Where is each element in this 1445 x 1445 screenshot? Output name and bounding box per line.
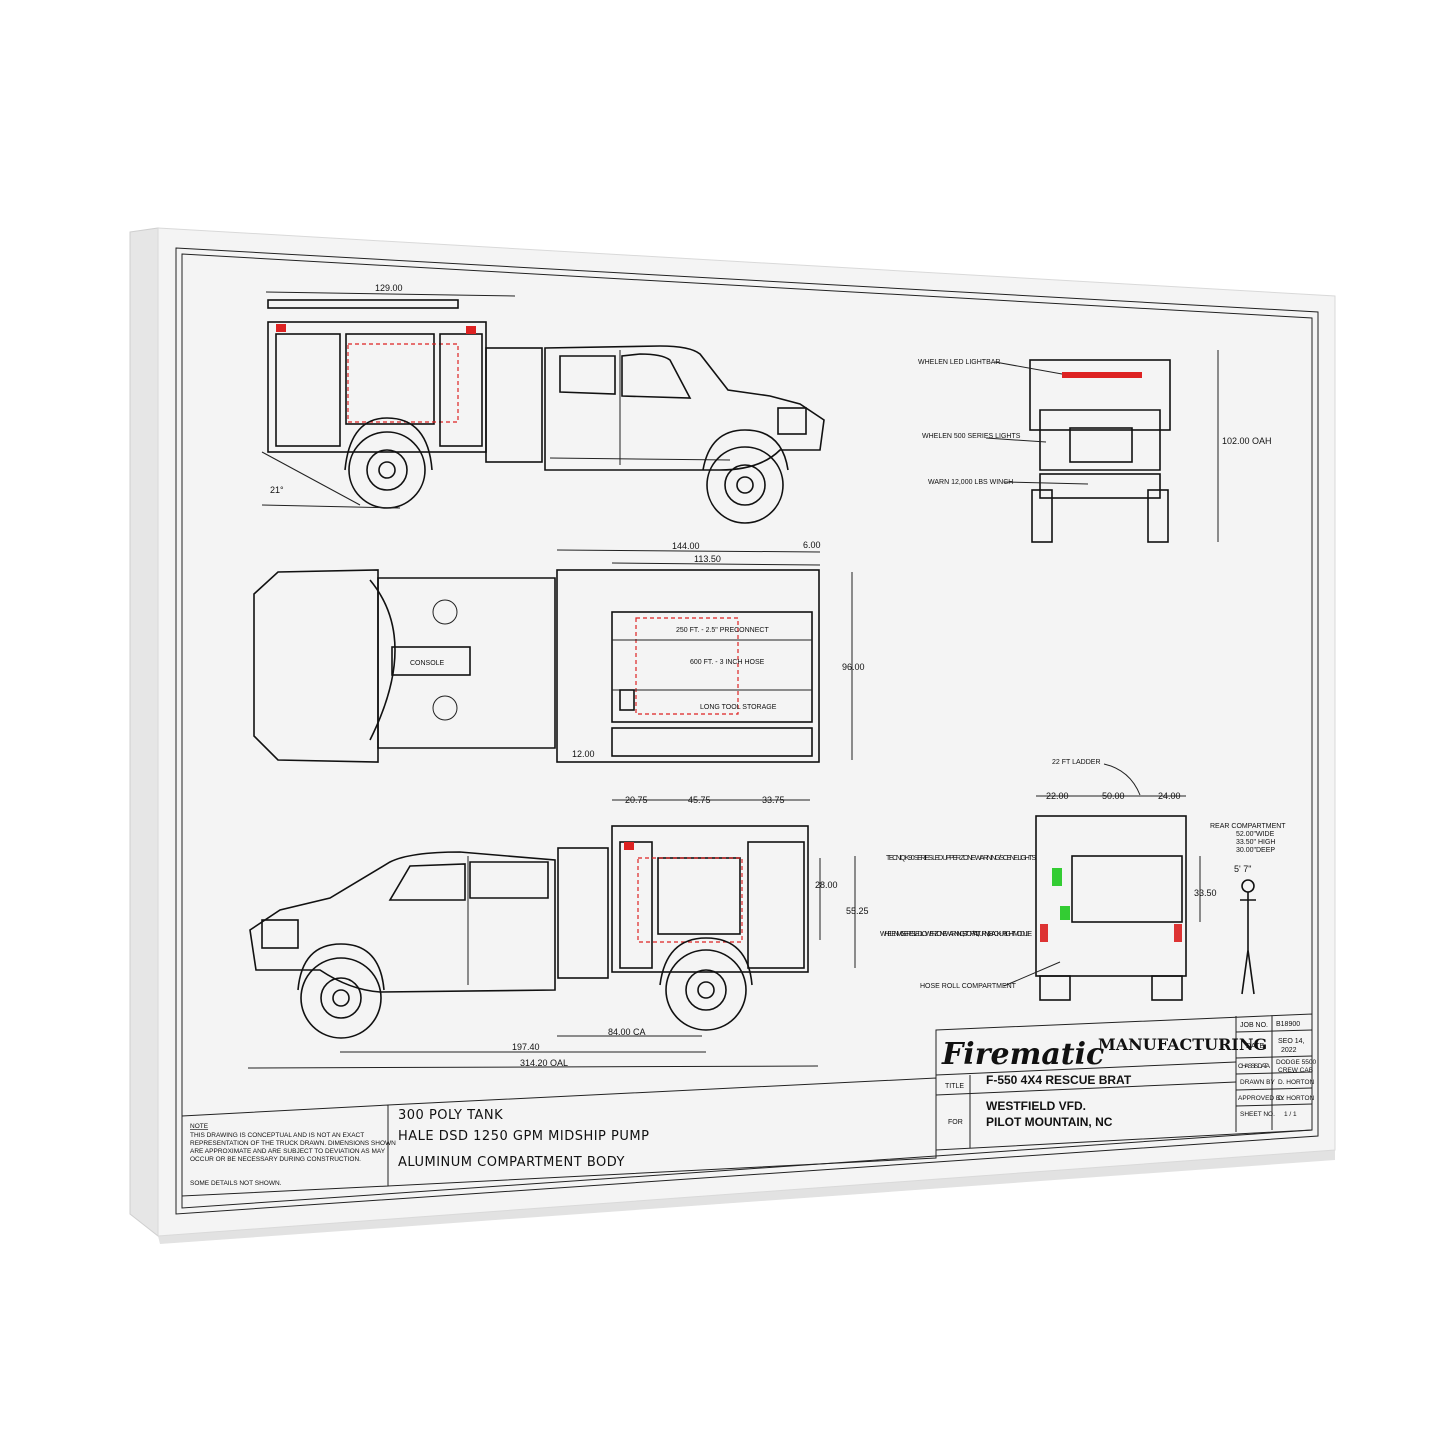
plan-preconnect: 250 FT. - 2.5" PRECONNECT (676, 627, 769, 634)
notes-line-5: SOME DETAILS NOT SHOWN. (190, 1180, 282, 1187)
plan-console: CONSOLE (410, 660, 445, 667)
dim-bottom-ca: 84.00 CA (608, 1027, 646, 1037)
dim-bottom-comp-height: 28.00 (815, 880, 838, 890)
rear-comp-d: 30.00"DEEP (1236, 847, 1275, 854)
dim-plan-front: 12.00 (572, 749, 595, 759)
date-value-1: SEO 14, (1278, 1038, 1305, 1045)
rear-dim-335: 33.50 (1194, 888, 1217, 898)
dim-overall-top: 129.00 (375, 283, 403, 293)
notes-line-3: ARE APPROXIMATE AND ARE SUBJECT TO DEVIA… (190, 1148, 386, 1155)
rear-comp-h: 33.50" HIGH (1236, 839, 1275, 846)
plan-hose: 600 FT. - 3 INCH HOSE (690, 659, 765, 666)
rear-comp-w: 52.00"WIDE (1236, 831, 1275, 838)
sheet-value: 1 / 1 (1284, 1111, 1297, 1118)
rear-tecniq-label: TECNIQ K90 SERIES LED UPPER ZONE WARNING… (886, 855, 1036, 862)
title-label: TITLE (945, 1083, 964, 1090)
title-block: Firematic MANUFACTURING TITLE F-550 4X4 … (935, 1013, 1316, 1151)
rear-dim-r: 24.00 (1158, 791, 1181, 801)
crew-value: CREW CAB (1278, 1067, 1313, 1074)
chassis-value: DODGE 5500 (1276, 1059, 1316, 1066)
job-value: B18900 (1276, 1021, 1300, 1028)
chassis-label: CHASSIS DATA (1238, 1063, 1271, 1070)
notes-heading: NOTE (190, 1123, 209, 1130)
rear-comp-label: REAR COMPARTMENT (1210, 823, 1286, 830)
spec-line-3: ALUMINUM COMPARTMENT BODY (398, 1155, 625, 1170)
dim-departure-angle: 21° (270, 485, 284, 495)
rear-dim-m: 50.00 (1102, 791, 1125, 801)
dim-plan-rear: 6.00 (803, 540, 821, 550)
dim-bottom-c: 33.75 (762, 795, 785, 805)
rear-dim-l: 22.00 (1046, 791, 1069, 801)
spec-line-2: HALE DSD 1250 GPM MIDSHIP PUMP (398, 1129, 649, 1144)
rear-ladder-label: 22 FT LADDER (1052, 759, 1101, 766)
side-view-bottom: 20.75 45.75 33.75 28.00 55.25 84.00 CA (247, 795, 869, 1069)
rear-person-height: 5' 7" (1234, 864, 1251, 874)
dim-bottom-wb: 197.40 (512, 1042, 540, 1052)
for-line-2: PILOT MOUNTAIN, NC (986, 1115, 1113, 1129)
side-view-top: 129.00 21° (261, 283, 825, 524)
canvas-shadow (158, 1150, 1335, 1244)
front-winch-label: WARN 12,000 LBS WINCH (928, 479, 1013, 486)
rear-hose-roll-label: HOSE ROLL COMPARTMENT (920, 983, 1017, 990)
dim-bottom-body-height: 55.25 (846, 906, 869, 916)
plan-long-tool: LONG TOOL STORAGE (700, 704, 777, 711)
for-label: FOR (948, 1119, 963, 1126)
rear-view: 22 FT LADDER 22.00 50.00 24.00 TECNIQ K9… (880, 759, 1286, 1001)
title-value: F-550 4X4 RESCUE BRAT (986, 1073, 1132, 1087)
dim-plan-body: 113.50 (694, 554, 721, 564)
notes-line-1: THIS DRAWING IS CONCEPTUAL AND IS NOT AN… (190, 1132, 364, 1139)
dim-bottom-a: 20.75 (625, 795, 648, 805)
canvas-front (157, 227, 1336, 1237)
dim-plan-total: 144.00 (672, 541, 700, 551)
date-label: DATE (1246, 1043, 1264, 1050)
brand-mfg: MANUFACTURING (1098, 1035, 1267, 1054)
dim-bottom-b: 45.75 (688, 795, 711, 805)
approved-label: APPROVED BY (1238, 1095, 1285, 1102)
notes-line-2: REPRESENTATION OF THE TRUCK DRAWN. DIMEN… (190, 1140, 396, 1147)
dim-plan-width: 96.00 (842, 662, 865, 672)
dim-bottom-oal: 314.20 OAL (520, 1058, 568, 1068)
drawn-value: D. HORTON (1278, 1079, 1315, 1086)
for-line-1: WESTFIELD VFD. (986, 1099, 1086, 1113)
sheet-label: SHEET NO. (1240, 1111, 1275, 1118)
job-label: JOB NO. (1240, 1022, 1268, 1029)
canvas-side-edge (129, 227, 159, 1238)
date-value-2: 2022 (1281, 1047, 1297, 1054)
rear-m6-label: WHELEN M6 SERIES LED LOWER ZONE WARNING,… (880, 931, 1032, 938)
specs-box: 300 POLY TANK HALE DSD 1250 GPM MIDSHIP … (387, 1077, 937, 1187)
front-oah: 102.00 OAH (1222, 436, 1272, 446)
front-view: WHELEN LED LIGHTBAR WHELEN 500 SERIES LI… (918, 350, 1272, 543)
notes-line-4: OCCUR OR BE NECESSARY DURING CONSTRUCTIO… (190, 1156, 361, 1163)
drawn-label: DRAWN BY (1240, 1079, 1275, 1086)
drawing-border-outer (175, 247, 1319, 1215)
front-lightbar-label: WHELEN LED LIGHTBAR (918, 359, 1000, 366)
plan-view: 144.00 6.00 113.50 CONSOLE 250 FT. - 2.5… (253, 540, 865, 763)
approved-value: D. HORTON (1278, 1095, 1315, 1102)
spec-line-1: 300 POLY TANK (398, 1108, 503, 1123)
front-500-label: WHELEN 500 SERIES LIGHTS (922, 433, 1021, 440)
brand-logo: Firematic (941, 1037, 1104, 1072)
